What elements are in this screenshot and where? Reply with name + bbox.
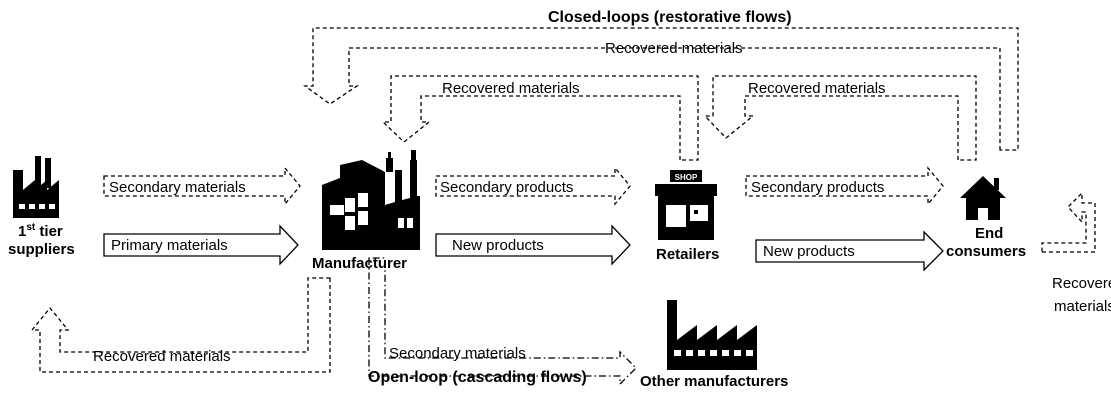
label-recovered-self-line1: Recovered: [1052, 275, 1111, 292]
arrow-recovered-supplier-loop: [30, 277, 331, 373]
arrow-secondary-products-2: [745, 166, 944, 206]
label-primary-materials: Primary materials: [111, 237, 228, 254]
arrow-secondary-products-1: [435, 166, 631, 206]
label-secondary-products-1: Secondary products: [440, 179, 573, 196]
label-suppliers-line1: 1st tier: [18, 222, 63, 240]
label-recovered-retail: Recovered materials: [442, 80, 580, 97]
label-recovered-consumer: Recovered materials: [748, 80, 886, 97]
label-manufacturer: Manufacturer: [312, 255, 407, 272]
label-recovered-supplier: Recovered materials: [93, 348, 231, 365]
shop-icon: SHOP: [655, 170, 717, 240]
label-secondary-products-2: Secondary products: [751, 179, 884, 196]
label-secondary-materials-open: Secondary materials: [389, 345, 526, 362]
label-new-products-1: New products: [452, 237, 544, 254]
label-retailers: Retailers: [656, 246, 719, 263]
arrow-secondary-materials: [103, 166, 301, 206]
label-other-manufacturers: Other manufacturers: [640, 373, 788, 390]
arrow-secondary-materials-open-loop: [368, 257, 637, 386]
open-loop-title: Open-loop (cascading flows): [368, 369, 587, 386]
factory-icon: [13, 156, 59, 218]
arrow-recovered-top-loop: [302, 27, 1019, 151]
arrow-new-products-1: [435, 224, 631, 266]
suppliers-tier-word: tier: [35, 223, 63, 240]
shop-sign-text: SHOP: [675, 173, 698, 182]
label-recovered-self-line2: materials: [1054, 298, 1111, 315]
label-end-consumers-line1: End: [975, 225, 1003, 242]
arrow-recovered-self-loop: [1041, 191, 1096, 253]
arrow-new-products-2: [755, 230, 944, 272]
arrow-recovered-retail-loop: [381, 75, 699, 161]
label-end-consumers-line2: consumers: [946, 243, 1026, 260]
suppliers-ordinal-number: 1: [18, 223, 26, 240]
other-factory-icon: [667, 300, 757, 370]
closed-loops-title: Closed-loops (restorative flows): [548, 9, 792, 26]
home-icon: [960, 176, 1006, 220]
label-suppliers-line2: suppliers: [8, 241, 75, 258]
label-new-products-2: New products: [763, 243, 855, 260]
arrow-recovered-consumer-loop: [703, 75, 977, 161]
manufacturer-factory-icon: [322, 150, 420, 250]
label-recovered-top: Recovered materials: [605, 40, 743, 57]
label-secondary-materials: Secondary materials: [109, 179, 246, 196]
arrow-primary-materials: [103, 224, 299, 266]
suppliers-ordinal-suffix: st: [26, 222, 36, 233]
